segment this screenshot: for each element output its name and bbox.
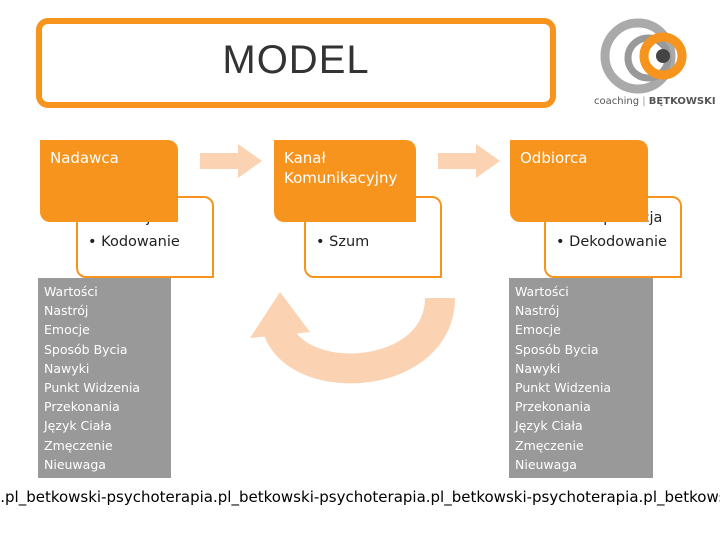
footer-watermark: rapia.pl_betkowski-psychoterapia.pl_betk… (0, 488, 720, 508)
sender-trait: Wartości (44, 284, 98, 299)
receiver-trait: Nastrój (515, 303, 560, 319)
channel-bullet-2: • Szum (316, 234, 370, 250)
sender-header: Nadawca (50, 149, 119, 167)
receiver-trait: Przekonania (515, 399, 591, 415)
receiver-header-box: Odbiorca (510, 140, 648, 222)
sender-trait: Przekonania (44, 399, 120, 415)
sender-traits-panel: Wartości Nastrój Emocje Sposób Bycia Naw… (38, 278, 171, 478)
receiver-trait: Nieuwaga (515, 456, 577, 472)
right-arrow-icon (200, 144, 262, 178)
logo: coaching | BĘTKOWSKI (590, 14, 716, 114)
title: MODEL (222, 38, 370, 82)
sender-header-box: Nadawca (40, 140, 178, 222)
receiver-bullet-2: • Dekodowanie (556, 234, 667, 250)
receiver-trait: Punkt Widzenia (515, 380, 612, 396)
sender-bullet-2: • Kodowanie (88, 234, 180, 250)
channel-header-box: Kanał Komunikacyjny (274, 140, 416, 222)
sender-trait: Nieuwaga (44, 456, 106, 472)
sender-trait: Sposób Bycia (44, 341, 128, 357)
channel-header: Kanał Komunikacyjny (284, 149, 398, 187)
sender-trait: Nastrój (44, 303, 89, 319)
receiver-trait: Nawyki (515, 360, 561, 376)
footer-text: rapia.pl_betkowski-psychoterapia.pl_betk… (0, 488, 720, 506)
logo-icon (600, 18, 687, 94)
receiver-trait: Wartości (515, 284, 569, 299)
receiver-trait: Sposób Bycia (515, 341, 599, 357)
receiver-traits-panel: Wartości Nastrój Emocje Sposób Bycia Naw… (509, 278, 653, 478)
logo-text-betkowski: BĘTKOWSKI (648, 96, 716, 107)
sender-trait: Emocje (44, 322, 90, 338)
sender-trait: Język Ciała (44, 418, 112, 434)
receiver-trait: Zmęczenie (515, 437, 584, 453)
receiver-trait: Język Ciała (515, 418, 583, 434)
receiver-trait: Emocje (515, 322, 561, 338)
right-arrow-icon (438, 144, 500, 178)
cycle-arrow-icon (250, 292, 455, 384)
logo-text-coaching: coaching (594, 96, 640, 107)
sender-trait: Punkt Widzenia (44, 380, 141, 396)
sender-trait: Nawyki (44, 360, 90, 376)
receiver-header: Odbiorca (520, 149, 588, 167)
sender-trait: Zmęczenie (44, 437, 113, 453)
title-frame (36, 18, 556, 108)
